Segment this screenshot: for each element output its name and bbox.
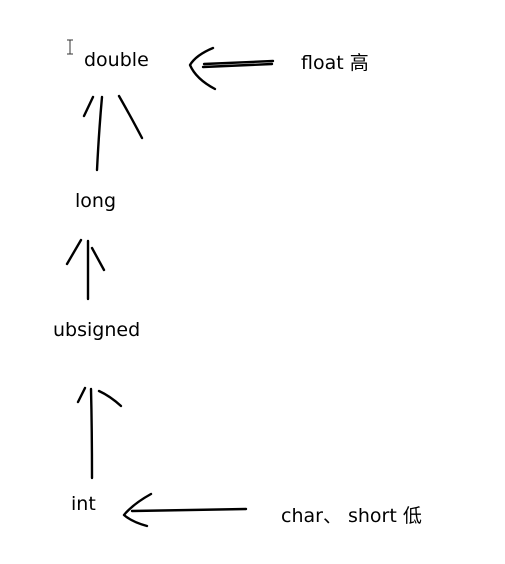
arrow-left-icon xyxy=(188,46,275,91)
node-long: long xyxy=(75,190,117,212)
arrow-up-icon xyxy=(82,94,144,172)
label-float-high: float 高 xyxy=(301,52,369,74)
label-char-short-low: char、 short 低 xyxy=(281,505,422,527)
arrow-left-icon xyxy=(122,492,248,528)
text-cursor-icon xyxy=(67,39,73,55)
arrow-up-icon xyxy=(65,238,106,301)
arrow-up-icon xyxy=(76,386,123,480)
node-ubsigned: ubsigned xyxy=(53,319,141,341)
node-int: int xyxy=(71,493,96,515)
node-double: double xyxy=(84,49,149,71)
